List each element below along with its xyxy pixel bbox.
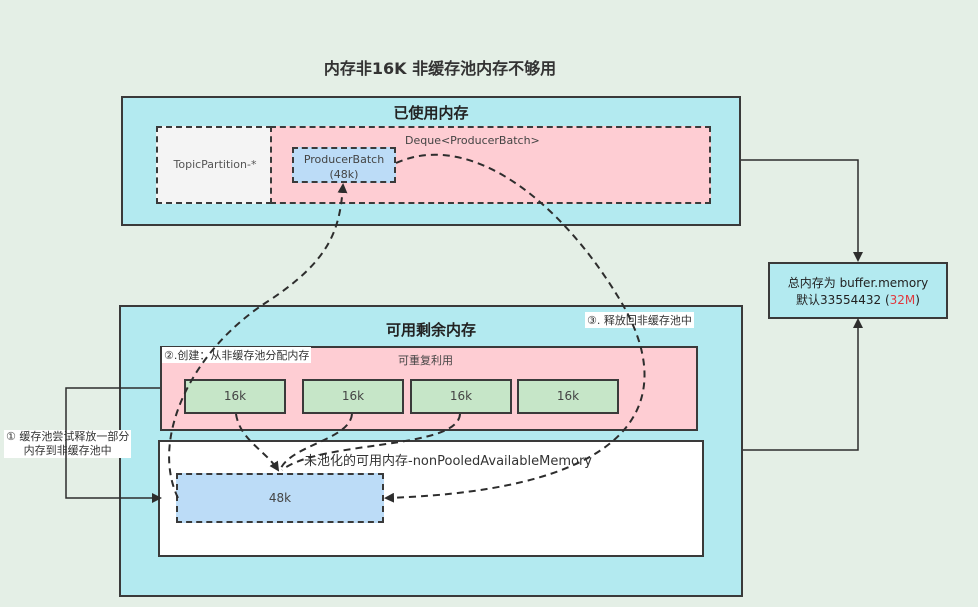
total-memory-line2: 默认33554432 (32M) bbox=[770, 292, 946, 309]
step2-annotation: ②.创建：从非缓存池分配内存 bbox=[162, 347, 312, 363]
deque-label: Deque<ProducerBatch> bbox=[405, 134, 540, 147]
total-memory-box: 总内存为 buffer.memory 默认33554432 (32M) bbox=[768, 262, 948, 319]
default-value-highlight: 32M bbox=[889, 293, 916, 307]
producer-batch-size: (48k) bbox=[329, 168, 359, 181]
default-value-suffix: ) bbox=[915, 293, 920, 307]
available-to-total-line bbox=[743, 318, 863, 451]
step1-line2: 内存到非缓存池中 bbox=[23, 444, 112, 457]
pool-chunk: 16k bbox=[517, 379, 619, 414]
pool-chunk: 16k bbox=[184, 379, 286, 414]
non-pooled-memory-label: 未池化的可用内存-nonPooledAvailableMemory bbox=[304, 454, 592, 469]
pool-chunk: 16k bbox=[302, 379, 404, 414]
pool-chunk: 16k bbox=[410, 379, 512, 414]
reusable-pool-label: 可重复利用 bbox=[398, 354, 453, 367]
non-pooled-block: 48k bbox=[176, 473, 384, 523]
step1-line1: ① 缓存池尝试释放一部分 bbox=[6, 430, 130, 443]
diagram-title: 内存非16K 非缓存池内存不够用 bbox=[323, 59, 557, 78]
producer-batch-label: ProducerBatch bbox=[303, 153, 385, 166]
step3-annotation: ③. 释放回非缓存池中 bbox=[585, 312, 694, 328]
used-to-total-line bbox=[741, 159, 863, 262]
total-memory-line1: 总内存为 buffer.memory bbox=[787, 276, 929, 290]
used-memory-title: 已使用内存 bbox=[393, 104, 469, 122]
producer-batch-box: ProducerBatch (48k) bbox=[292, 147, 396, 183]
default-value: 默认33554432 ( bbox=[796, 293, 890, 307]
step1-annotation: ① 缓存池尝试释放一部分 内存到非缓存池中 bbox=[4, 430, 132, 458]
topic-partition-box: TopicPartition-* bbox=[156, 126, 272, 204]
topic-partition-label: TopicPartition-* bbox=[173, 158, 257, 171]
